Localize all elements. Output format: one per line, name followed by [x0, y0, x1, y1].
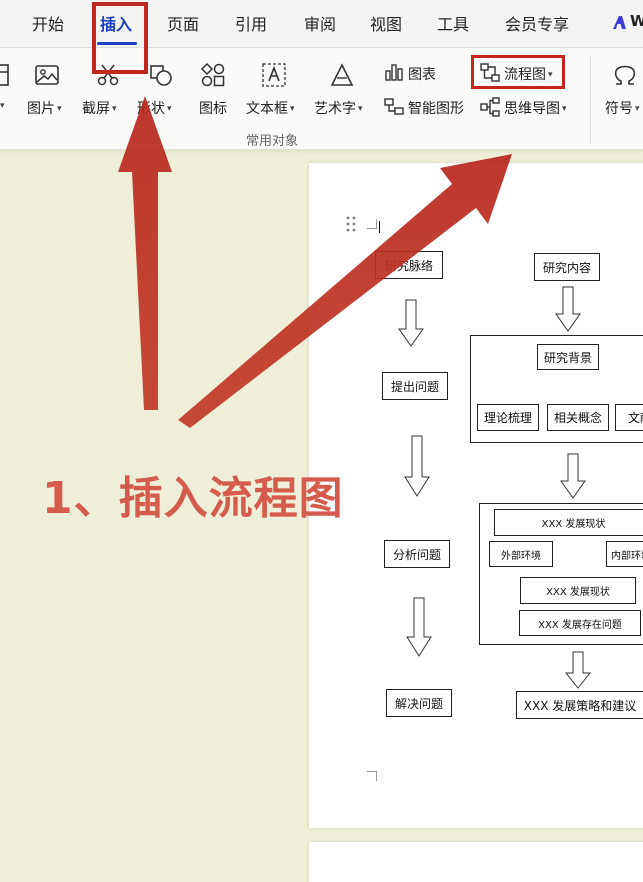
flow-box[interactable]: 文献	[615, 404, 643, 431]
symbol-button[interactable]: 符号▾	[605, 101, 640, 117]
flowchart-button[interactable]: 流程图▾	[504, 67, 553, 83]
smartart-icon[interactable]	[384, 97, 404, 117]
flow-box[interactable]: 理论梳理	[477, 404, 539, 431]
picture-button[interactable]: 图片▾	[27, 101, 62, 117]
flow-box[interactable]: 分析问题	[384, 540, 450, 568]
next-document-page[interactable]	[309, 842, 643, 882]
flowchart-button-highlight	[471, 55, 565, 89]
wps-ai-icon[interactable]	[612, 15, 627, 30]
annotation-caption: 1、插入流程图	[42, 473, 344, 524]
icons-icon[interactable]	[200, 62, 226, 88]
smartart-button[interactable]: 智能图形	[408, 101, 464, 117]
wordart-button[interactable]: 艺术字▾	[314, 101, 363, 117]
tab-page[interactable]: 页面	[167, 15, 200, 34]
table-caret[interactable]: ▾	[0, 101, 5, 111]
flowchart-icon[interactable]	[480, 63, 500, 83]
margin-corner-mark	[367, 219, 377, 229]
tab-member[interactable]: 会员专享	[505, 15, 570, 34]
tab-references[interactable]: 引用	[235, 15, 268, 34]
mindmap-button[interactable]: 思维导图▾	[504, 101, 567, 117]
flow-box[interactable]: XXX 发展现状	[520, 577, 636, 604]
active-tab-indicator	[97, 42, 137, 45]
mindmap-icon[interactable]	[480, 97, 500, 117]
down-arrow-shape	[398, 299, 424, 347]
insert-ribbon: ▾ 图片▾ 截屏▾ 形状▾ 图标 文本框▾ 艺术字▾	[0, 48, 643, 150]
drag-handle-icon[interactable]	[346, 215, 356, 233]
down-arrow-shape	[560, 453, 586, 499]
text-cursor	[379, 221, 380, 233]
arrow-to-flowchart-button	[178, 154, 512, 428]
common-objects-group-label: 常用对象	[246, 134, 299, 149]
margin-corner-mark	[367, 771, 377, 781]
wps-ai-label[interactable]: W	[630, 12, 643, 30]
icons-button[interactable]: 图标	[199, 101, 227, 117]
flow-box[interactable]: 解决问题	[386, 689, 452, 717]
ribbon-separator	[590, 56, 591, 144]
insert-tab-highlight	[92, 2, 148, 74]
tab-home[interactable]: 开始	[32, 15, 65, 34]
flow-group-container[interactable]	[479, 503, 643, 645]
down-arrow-shape	[565, 651, 591, 689]
shape-icon[interactable]	[148, 62, 174, 88]
flow-box[interactable]: XXX 发展存在问题	[519, 610, 641, 636]
tab-review[interactable]: 审阅	[304, 15, 337, 34]
arrow-to-insert-tab	[118, 96, 172, 410]
flow-box[interactable]: 外部环境	[489, 541, 553, 567]
flow-box[interactable]: 内部环境	[606, 541, 643, 567]
table-icon[interactable]	[0, 62, 12, 88]
picture-icon[interactable]	[34, 62, 60, 88]
textbox-button[interactable]: 文本框▾	[246, 101, 295, 117]
textbox-icon[interactable]	[261, 62, 287, 88]
down-arrow-shape	[406, 597, 432, 657]
tab-tools[interactable]: 工具	[437, 15, 470, 34]
flow-box[interactable]: 相关概念	[547, 404, 609, 431]
flow-box[interactable]: 研究背景	[537, 344, 599, 370]
screenshot-button[interactable]: 截屏▾	[82, 101, 117, 117]
down-arrow-shape	[555, 286, 581, 332]
flow-box[interactable]: 提出问题	[382, 372, 448, 400]
flow-box[interactable]: XXX 发展现状	[494, 509, 643, 536]
flow-box[interactable]: XXX 发展策略和建议	[516, 691, 643, 719]
tab-view[interactable]: 视图	[370, 15, 403, 34]
flow-box[interactable]: 研究内容	[534, 253, 600, 281]
tab-insert[interactable]: 插入	[100, 15, 133, 34]
wordart-icon[interactable]	[329, 62, 355, 88]
down-arrow-shape	[404, 435, 430, 497]
chart-button[interactable]: 图表	[408, 67, 436, 83]
flow-group-container[interactable]	[470, 335, 643, 443]
omega-symbol-icon[interactable]	[612, 62, 638, 88]
menu-tab-bar: 开始 插入 页面 引用 审阅 视图 工具 会员专享 W	[0, 0, 643, 48]
chart-icon[interactable]	[384, 62, 404, 82]
